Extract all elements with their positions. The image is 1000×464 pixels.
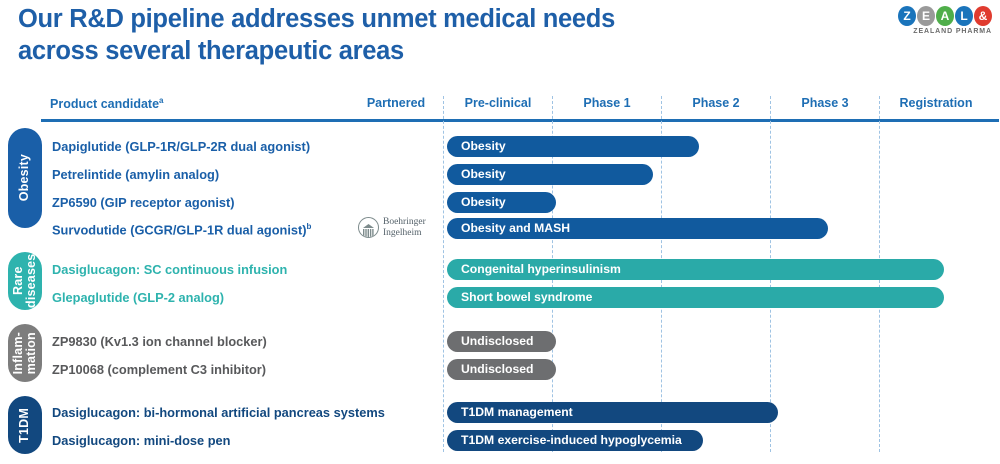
column-header-product-candidate: Product candidatea [50, 96, 164, 111]
pipeline-bar[interactable]: Undisclosed [447, 331, 556, 352]
pipeline-bar[interactable]: Short bowel syndrome [447, 287, 944, 308]
column-header-partnered: Partnered [366, 96, 426, 110]
category-pill-label-t1dm: T1DM [17, 407, 32, 443]
pipeline-bar[interactable]: Obesity [447, 136, 699, 157]
pipeline-bar-indication-label: Undisclosed [461, 334, 534, 349]
pipeline-bar[interactable]: Obesity [447, 164, 653, 185]
table-header-row: Product candidatea Partnered Pre-clinical… [0, 96, 1000, 118]
pipeline-bar-indication-label: Short bowel syndrome [461, 290, 593, 305]
boehringer-ingelheim-mark-icon [358, 217, 379, 238]
partner-name-line-1: Boehringer [383, 217, 426, 228]
product-candidate-label: ZP9830 (Kv1.3 ion channel blocker) [52, 334, 267, 349]
page-title-line-2: across several therapeutic areas [18, 36, 404, 65]
pipeline-bar-indication-label: Congenital hyperinsulinism [461, 262, 621, 277]
page-title: Our R&D pipeline addresses unmet medical… [18, 4, 848, 67]
product-candidate-label: ZP6590 (GIP receptor agonist) [52, 195, 235, 210]
product-candidate-label: Survodutide (GCGR/GLP-1R dual agonist)b [52, 222, 312, 238]
pipeline-bar-indication-label: T1DM exercise-induced hypoglycemia [461, 433, 682, 448]
category-pill-label-inflam-mation: Inflam-mation [10, 331, 38, 375]
logo-letter-5: & [974, 6, 992, 26]
header-rule [41, 119, 999, 122]
page-title-line-1: Our R&D pipeline addresses unmet medical… [18, 5, 615, 33]
pipeline-bar[interactable]: Obesity and MASH [447, 218, 828, 239]
pipeline-bar[interactable]: Congenital hyperinsulinism [447, 259, 944, 280]
pipeline-bar-indication-label: Obesity [461, 139, 506, 154]
pipeline-bar-indication-label: Obesity [461, 195, 506, 210]
pipeline-bar-indication-label: T1DM management [461, 405, 573, 420]
column-header-registration: Registration [899, 96, 973, 110]
logo-letter-3: A [936, 6, 954, 26]
footnote-marker-a: a [159, 96, 164, 105]
pipeline-bar-indication-label: Obesity [461, 167, 506, 182]
product-candidate-label: Dapiglutide (GLP-1R/GLP-2R dual agonist) [52, 139, 311, 154]
product-candidate-label: Dasiglucagon: SC continuous infusion [52, 262, 288, 277]
product-candidate-label: Dasiglucagon: mini-dose pen [52, 433, 231, 448]
column-header-phase-3: Phase 3 [801, 96, 849, 110]
column-header-phase-2: Phase 2 [692, 96, 740, 110]
pipeline-bar[interactable]: Undisclosed [447, 359, 556, 380]
category-pill-t1dm: T1DM [8, 396, 42, 454]
logo-letter-4: L [955, 6, 973, 26]
column-header-phase-1: Phase 1 [583, 96, 631, 110]
logo-subtitle: ZEALAND PHARMA [913, 28, 992, 35]
category-pill-label-rare-diseases: Rare diseases [10, 253, 38, 309]
category-pill-obesity: Obesity [8, 128, 42, 228]
logo-letter-1: Z [898, 6, 916, 26]
category-pill-inflam-mation: Inflam-mation [8, 324, 42, 382]
gridline-1 [443, 96, 444, 452]
footnote-marker-b: b [306, 222, 312, 231]
category-pill-rare-diseases: Rare diseases [8, 252, 42, 310]
category-pill-label-obesity: Obesity [17, 154, 32, 202]
column-header-pre-clinical: Pre-clinical [464, 96, 532, 110]
product-candidate-label: Petrelintide (amylin analog) [52, 167, 220, 182]
product-candidate-label: Glepaglutide (GLP-2 analog) [52, 290, 225, 305]
columns-icon [363, 224, 374, 237]
column-header-product-candidate-label: Product candidate [50, 97, 160, 112]
pipeline-bar[interactable]: T1DM management [447, 402, 778, 423]
logo-letter-2: E [917, 6, 935, 26]
pipeline-bar[interactable]: T1DM exercise-induced hypoglycemia [447, 430, 703, 451]
product-candidate-label: ZP10068 (complement C3 inhibitor) [52, 362, 267, 377]
product-candidate-label: Dasiglucagon: bi-hormonal artificial pan… [52, 405, 385, 420]
pipeline-bar-indication-label: Undisclosed [461, 362, 534, 377]
pipeline-bar[interactable]: Obesity [447, 192, 556, 213]
partner-name-line-2: Ingelheim [383, 227, 422, 238]
pipeline-bar-indication-label: Obesity and MASH [461, 221, 571, 236]
